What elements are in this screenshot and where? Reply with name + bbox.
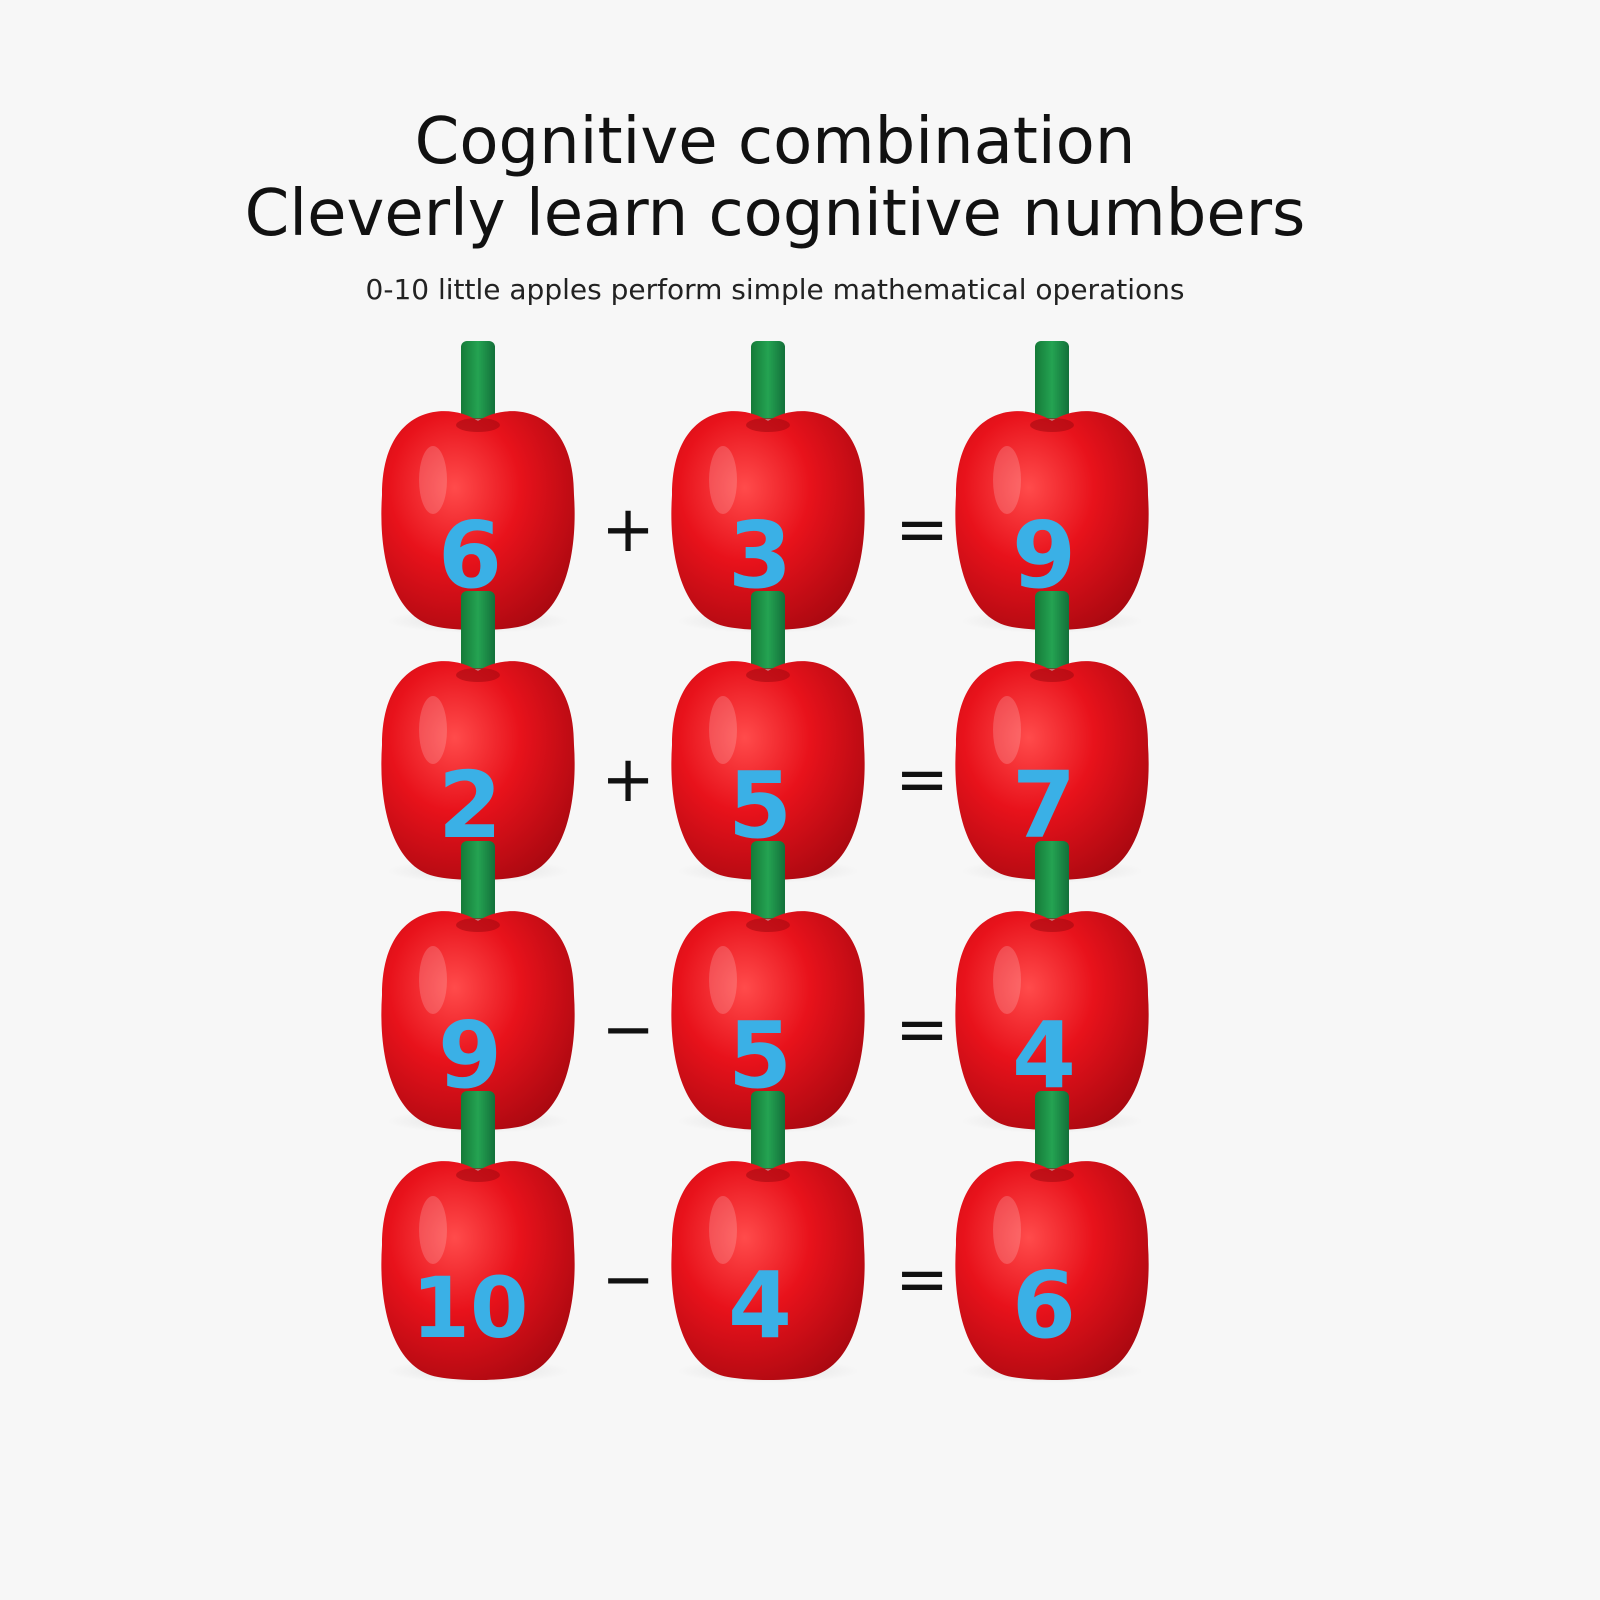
apple-highlight — [709, 446, 737, 514]
apple-highlight — [993, 946, 1021, 1014]
apple-stem — [1035, 1091, 1069, 1169]
apple-stem — [751, 841, 785, 919]
apple-number: 6 — [1012, 1252, 1076, 1359]
operator-symbol: − — [601, 993, 655, 1067]
apple-body — [381, 1161, 575, 1380]
apple-stem — [751, 341, 785, 419]
apple-highlight — [993, 446, 1021, 514]
apple-body — [955, 661, 1149, 880]
apple-operand-a: 2 — [381, 591, 575, 883]
equals-symbol: = — [895, 1243, 949, 1317]
apple-highlight — [419, 696, 447, 764]
apple-body — [671, 911, 865, 1130]
apple-dimple — [1030, 1168, 1074, 1182]
apple-dimple — [456, 1168, 500, 1182]
apple-dimple — [456, 418, 500, 432]
apple-dimple — [746, 918, 790, 932]
operator-symbol: − — [601, 1243, 655, 1317]
apple-dimple — [456, 918, 500, 932]
apple-result: 4 — [955, 841, 1149, 1133]
apple-result: 9 — [955, 341, 1149, 633]
apple-highlight — [709, 1196, 737, 1264]
apple-operand-a: 10 — [381, 1091, 575, 1383]
apple-stem — [751, 591, 785, 669]
apple-highlight — [993, 1196, 1021, 1264]
apple-number: 4 — [728, 1252, 792, 1359]
apple-stem — [461, 841, 495, 919]
apple-dimple — [1030, 668, 1074, 682]
page-title-line-1: Cognitive combination — [414, 105, 1136, 179]
apple-body — [671, 1161, 865, 1380]
apple-highlight — [419, 946, 447, 1014]
apple-dimple — [746, 418, 790, 432]
page-title-line-2: Cleverly learn cognitive numbers — [244, 177, 1306, 251]
apple-stem — [461, 1091, 495, 1169]
page-subtitle: 0-10 little apples perform simple mathem… — [365, 273, 1185, 306]
apple-stem — [751, 1091, 785, 1169]
apple-dimple — [1030, 918, 1074, 932]
operator-symbol: + — [601, 743, 655, 817]
apple-operand-a: 6 — [381, 341, 575, 633]
apple-stem — [1035, 841, 1069, 919]
apple-operand-b: 4 — [671, 1091, 865, 1383]
apple-body — [955, 911, 1149, 1130]
apple-body — [381, 661, 575, 880]
apple-operand-a: 9 — [381, 841, 575, 1133]
apple-dimple — [746, 1168, 790, 1182]
apple-stem — [461, 341, 495, 419]
apple-stem — [1035, 591, 1069, 669]
apple-body — [381, 911, 575, 1130]
apple-body — [671, 411, 865, 630]
apple-operand-b: 5 — [671, 591, 865, 883]
apple-highlight — [709, 946, 737, 1014]
apple-stem — [1035, 341, 1069, 419]
equals-symbol: = — [895, 743, 949, 817]
apple-operand-b: 3 — [671, 341, 865, 633]
apple-dimple — [746, 668, 790, 682]
apple-stem — [461, 591, 495, 669]
apple-highlight — [993, 696, 1021, 764]
apple-body — [955, 411, 1149, 630]
apple-dimple — [1030, 418, 1074, 432]
operator-symbol: + — [601, 493, 655, 567]
apple-body — [381, 411, 575, 630]
apple-highlight — [709, 696, 737, 764]
apple-body — [955, 1161, 1149, 1380]
apple-result: 7 — [955, 591, 1149, 883]
equals-symbol: = — [895, 493, 949, 567]
apple-highlight — [419, 1196, 447, 1264]
apple-dimple — [456, 668, 500, 682]
apple-operand-b: 5 — [671, 841, 865, 1133]
apple-result: 6 — [955, 1091, 1149, 1383]
apple-body — [671, 661, 865, 880]
equals-symbol: = — [895, 993, 949, 1067]
apple-highlight — [419, 446, 447, 514]
apple-number: 10 — [412, 1259, 529, 1357]
